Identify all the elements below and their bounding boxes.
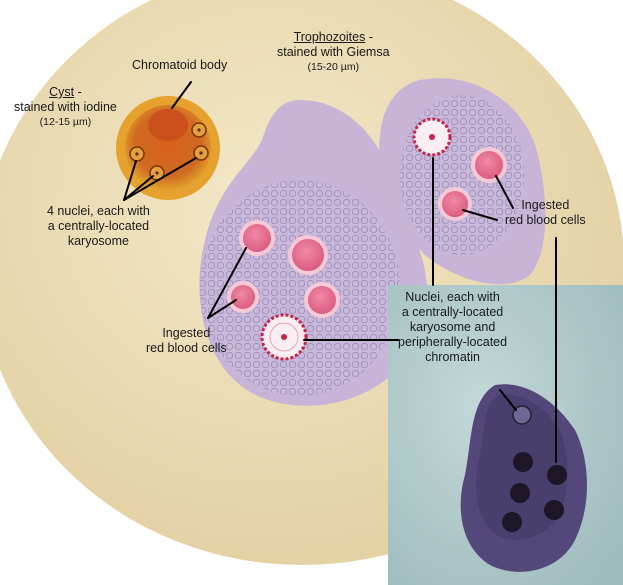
red-blood-cell [306, 284, 338, 316]
label-ingested-right-line2: red blood cells [505, 213, 586, 228]
label-chromatoid-body: Chromatoid body [132, 58, 227, 73]
label-cyst-nuclei-line1: 4 nuclei, each with [47, 204, 150, 219]
label-ingested-left-line2: red blood cells [146, 341, 227, 356]
label-trophozoites-suffix: - [365, 30, 373, 44]
label-trophozoites-title: Trophozoites [294, 30, 366, 44]
label-ingested-left-line1: Ingested [146, 326, 227, 341]
micrograph-rbc [502, 512, 522, 532]
label-cyst-title: Cyst [49, 85, 74, 99]
label-nuclei-line3: karyosome and [398, 320, 507, 335]
micrograph-rbc [513, 452, 533, 472]
cyst [116, 96, 220, 200]
cyst-nucleus [192, 123, 206, 137]
label-cyst: Cyst - stained with iodine (12-15 µm) [14, 85, 117, 130]
label-nuclei-line2: a centrally-located [398, 305, 507, 320]
label-nuclei: Nuclei, each with a centrally-located ka… [398, 290, 507, 365]
label-trophozoites: Trophozoites - stained with Giemsa (15-2… [277, 30, 390, 75]
label-trophozoites-size: (15-20 µm) [277, 60, 390, 75]
label-cyst-nuclei-line2: a centrally-located [47, 219, 150, 234]
label-ingested-left: Ingested red blood cells [146, 326, 227, 356]
trophozoite-small-nucleus [414, 119, 450, 155]
label-nuclei-line4: peripherally-located [398, 335, 507, 350]
red-blood-cell [290, 237, 326, 273]
red-blood-cell [229, 283, 257, 311]
label-ingested-right: Ingested red blood cells [505, 198, 586, 228]
label-nuclei-line5: chromatin [398, 350, 507, 365]
chromatoid-body-shape [148, 109, 188, 141]
micrograph-rbc [547, 465, 567, 485]
label-cyst-suffix: - [74, 85, 82, 99]
red-blood-cell [440, 189, 470, 219]
label-cyst-nuclei: 4 nuclei, each with a centrally-located … [47, 204, 150, 249]
trophozoite-large-nucleus [262, 315, 306, 359]
trophozoite-small-cytoplasm [400, 95, 524, 255]
label-nuclei-line1: Nuclei, each with [398, 290, 507, 305]
label-ingested-right-line1: Ingested [505, 198, 586, 213]
label-cyst-size: (12-15 µm) [14, 115, 117, 130]
micrograph-rbc [510, 483, 530, 503]
label-cyst-stain: stained with iodine [14, 100, 117, 115]
label-chromatoid-body-text: Chromatoid body [132, 58, 227, 72]
label-trophozoites-stain: stained with Giemsa [277, 45, 390, 60]
cyst-nucleus [130, 147, 144, 161]
micrograph-rbc [544, 500, 564, 520]
red-blood-cell [473, 149, 505, 181]
label-cyst-nuclei-line3: karyosome [47, 234, 150, 249]
